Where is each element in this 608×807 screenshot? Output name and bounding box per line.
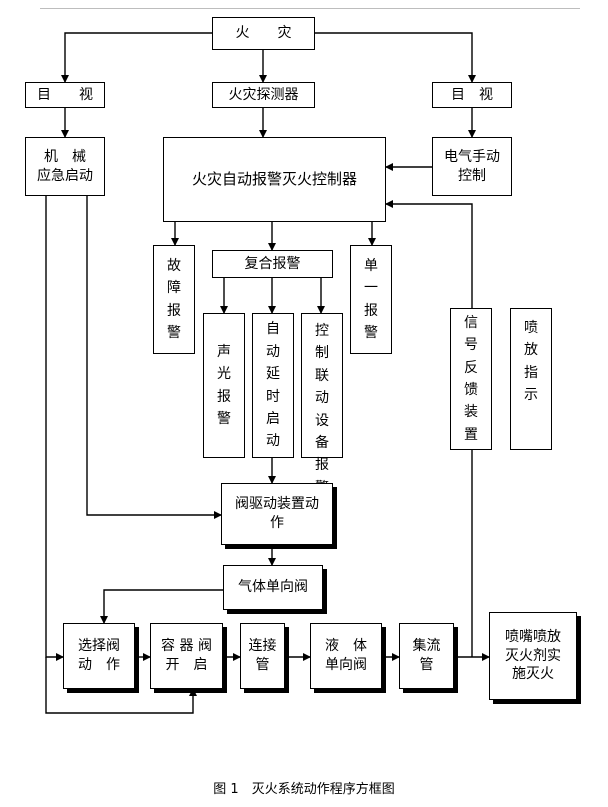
sound-light-alarm-box: 声光报警 bbox=[203, 313, 245, 458]
arrow-mechanical-to-container bbox=[45, 657, 197, 714]
mechanical-emergency-start-box: 机 械 应急启动 bbox=[25, 137, 105, 196]
signal-feedback-device-box: 信号反馈装置 bbox=[450, 308, 492, 450]
arrow-fire-to-visual-left bbox=[61, 32, 212, 83]
fire-box: 火 灾 bbox=[212, 17, 315, 50]
arrow-fire-to-visual-right bbox=[315, 32, 476, 83]
auto-delay-start-box: 自动延时启动 bbox=[252, 313, 294, 458]
figure-caption: 图 1 灭火系统动作程序方框图 bbox=[213, 782, 395, 797]
arrow-feedback-to-controller bbox=[385, 200, 473, 308]
visual-observation-right-box: 目 视 bbox=[432, 82, 512, 108]
manifold-pipe-box: 集流 管 bbox=[399, 623, 454, 689]
arrow-mechanical-to-valve-driver bbox=[86, 196, 222, 519]
visual-observation-left-box: 目 视 bbox=[25, 82, 105, 108]
select-valve-action-box: 选择阀 动 作 bbox=[63, 623, 135, 689]
fire-detector-box: 火灾探测器 bbox=[212, 82, 315, 108]
arrow-mechanical-to-select bbox=[45, 196, 64, 661]
valve-driver-action-box: 阀驱动装置动 作 bbox=[221, 483, 333, 545]
fire-alarm-controller-box: 火灾自动报警灭火控制器 bbox=[163, 137, 386, 222]
top-rule bbox=[40, 8, 580, 9]
nozzle-spray-box: 喷嘴喷放 灭火剂实 施灭火 bbox=[489, 612, 577, 700]
spray-indicator-box: 喷放指示 bbox=[510, 308, 552, 450]
gas-check-valve-box: 气体单向阀 bbox=[223, 565, 323, 610]
connecting-pipe-box: 连接 管 bbox=[240, 623, 285, 689]
composite-alarm-box: 复合报警 bbox=[212, 250, 333, 278]
linkage-equipment-alarm-box: 控制联动设备报警 bbox=[301, 313, 343, 496]
liquid-check-valve-box: 液 体 单向阀 bbox=[310, 623, 382, 689]
single-alarm-box: 单一报警 bbox=[350, 245, 392, 354]
fault-alarm-box: 故障报警 bbox=[153, 245, 195, 354]
arrow-gas-to-select bbox=[100, 589, 223, 624]
container-valve-open-box: 容 器 阀 开 启 bbox=[150, 623, 223, 689]
electric-manual-control-box: 电气手动 控制 bbox=[432, 137, 512, 196]
